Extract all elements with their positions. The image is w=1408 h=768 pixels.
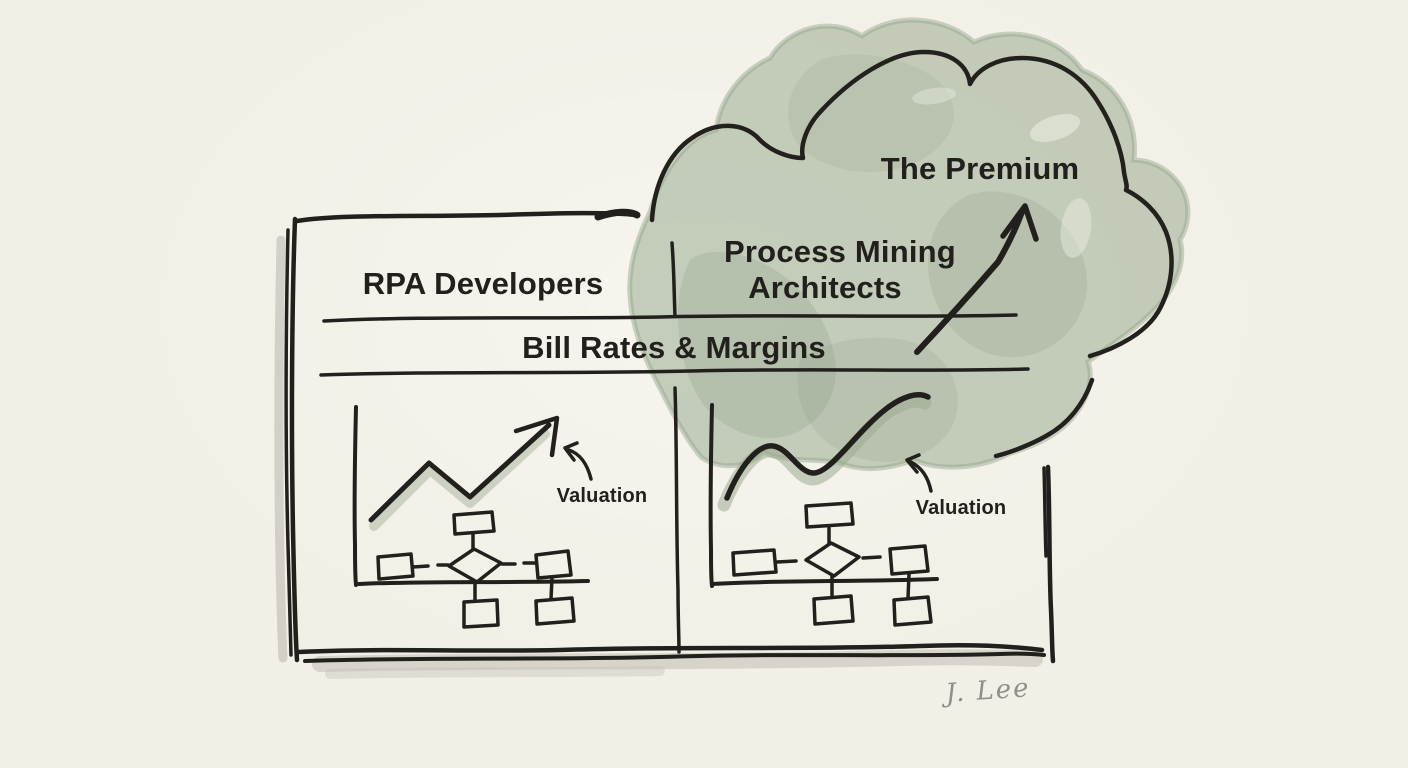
right-trend-watercolor (717, 394, 932, 512)
comparison-box (284, 208, 1056, 664)
box-bottom-edge (296, 642, 1045, 655)
left-trend-arrow (368, 415, 560, 523)
box-shadow (274, 235, 1043, 679)
shared-row-label: Bill Rates & Margins (522, 330, 826, 365)
right-trend-line (724, 392, 931, 501)
flowchart-box (812, 594, 855, 626)
right-chart (708, 392, 939, 627)
right-column-header-line1: Process Mining (724, 234, 956, 269)
flowchart-box (731, 548, 778, 577)
cloud-outline (649, 49, 1174, 459)
premium-arrow-icon (914, 203, 1039, 355)
flowchart-diamond (804, 541, 861, 578)
flowchart-box (804, 501, 855, 529)
flowchart-box (376, 552, 415, 581)
row-line-top (322, 313, 1018, 323)
box-top-edge (294, 210, 639, 224)
valuation-arrow-left-icon (563, 441, 593, 481)
right-flowchart (731, 501, 933, 627)
left-chart (352, 405, 593, 629)
box-top-edge-end (594, 208, 641, 221)
box-left-edge (289, 216, 300, 663)
valuation-arrow-right-icon (905, 453, 933, 493)
flowchart-box (452, 510, 496, 536)
column-divider-lower (673, 386, 681, 654)
premium-label: The Premium (880, 151, 1080, 186)
flowchart-box (534, 596, 576, 626)
flowchart-diamond (447, 547, 503, 584)
column-divider-upper (670, 241, 677, 318)
box-right-edge-double (1042, 466, 1048, 558)
left-trend-watercolor (369, 429, 550, 531)
flowchart-box (888, 544, 930, 576)
box-bottom-edge-double (303, 651, 1046, 663)
artist-signature: J. Lee (944, 673, 1032, 709)
valuation-label-left: Valuation (556, 485, 648, 507)
right-column-header-line2: Architects (748, 270, 902, 305)
left-chart-axes (352, 405, 590, 587)
left-column-header: RPA Developers (362, 266, 604, 301)
left-flowchart (376, 510, 576, 629)
box-left-edge-double (284, 228, 293, 657)
flowchart-box (462, 598, 500, 629)
flowchart-box (534, 549, 573, 580)
row-line-bottom (319, 367, 1030, 377)
valuation-label-right: Valuation (915, 497, 1007, 519)
box-right-edge (1045, 464, 1056, 664)
flowchart-box (892, 595, 933, 627)
